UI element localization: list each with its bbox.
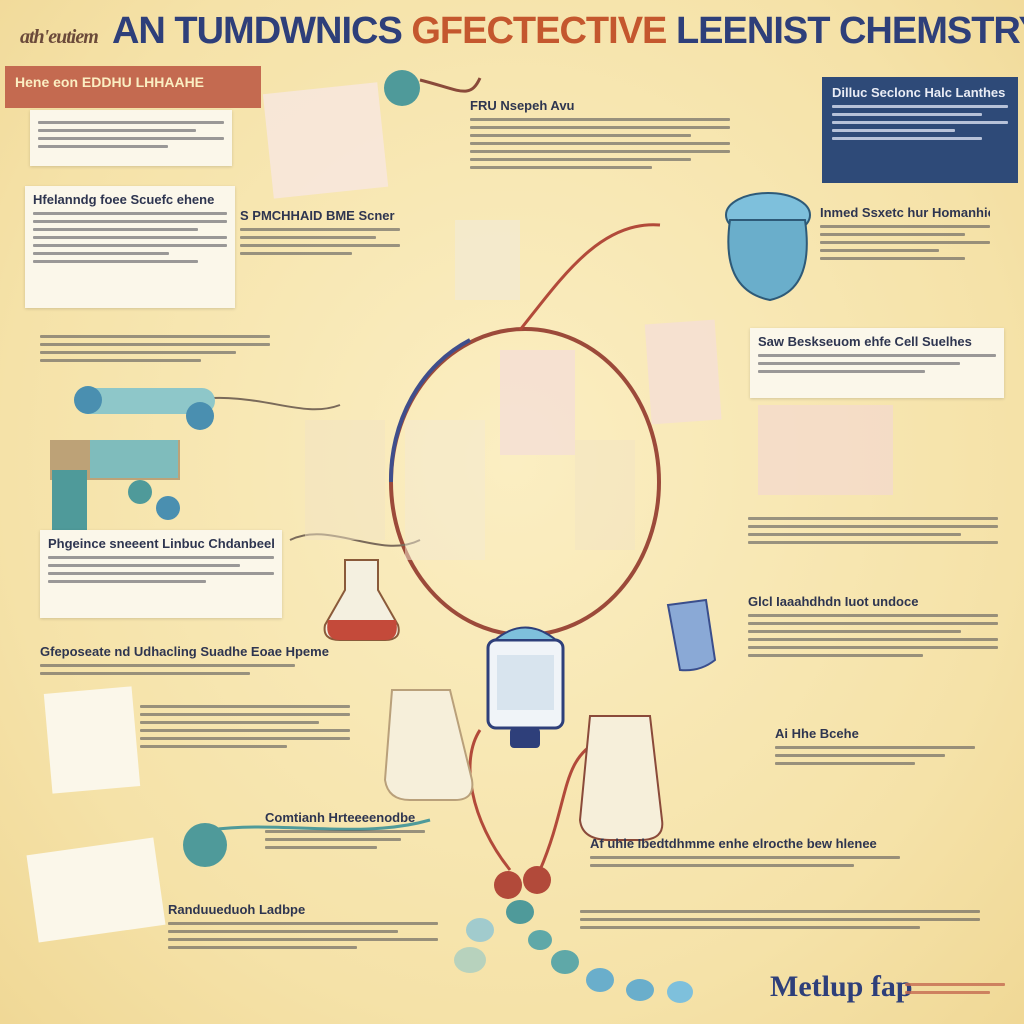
- footer-label: Metlup fap: [770, 970, 913, 1003]
- section-heading: Inmed Ssxetc hur Homanhic Hek: [820, 205, 990, 220]
- text-block-center-top: FRU Nsepeh Avu: [470, 98, 730, 208]
- banner-label: Hene eon EDDHU LHHAAHE: [15, 74, 205, 90]
- section-heading: Ai Hhe Bcehe: [775, 726, 859, 741]
- text-block: Gfeposeate nd Udhacling Suadhe Eoae Hpem…: [40, 644, 340, 684]
- section-heading: Glcl Iaaahdhdn Iuot undoce: [748, 594, 919, 609]
- bulb-icon: [384, 70, 420, 106]
- section-heading: Saw Beskseuom ehfe Cell Suelhes: [758, 334, 972, 349]
- text-card: [30, 110, 232, 166]
- navy-info-box: Dilluc Seclonc Halc Lanthes: [822, 77, 1018, 183]
- beaker-glass-icon: [383, 689, 474, 801]
- text-block: [140, 700, 350, 778]
- header-banner: Hene eon EDDHU LHHAAHE: [5, 66, 261, 108]
- text-block: Glcl Iaaahdhdn Iuot undoce: [748, 594, 998, 694]
- text-card: Saw Beskseuom ehfe Cell Suelhes: [750, 328, 1004, 398]
- text-block: Inmed Ssxetc hur Homanhic Hek: [820, 205, 990, 305]
- text-card: Phgeince sneeent Linbuc Chdanbeehgb: [40, 530, 282, 618]
- section-heading: Comtianh Hrteeeenodbe: [265, 810, 416, 825]
- section-heading: Randuueduoh Ladbpe: [168, 902, 306, 917]
- text-block: Ai Hhe Bcehe: [775, 726, 975, 796]
- section-heading: Phgeince sneeent Linbuc Chdanbeehgb: [48, 536, 274, 551]
- vessel-icon: [666, 598, 717, 672]
- title-part-1: AN TUMDWNICS: [111, 10, 403, 52]
- title-prefix: ath'eutiem: [20, 26, 99, 48]
- text-block: [748, 512, 998, 572]
- navy-box-heading: Dilluc Seclonc Halc Lanthes: [832, 85, 1006, 100]
- section-heading: FRU Nsepeh Avu: [470, 98, 575, 113]
- text-block: S PMCHHAID BME Scner: [240, 208, 400, 288]
- section-heading: Hfelanndg foee Scuefc ehene: [33, 192, 215, 207]
- tube: [518, 223, 661, 331]
- text-block: Randuueduoh Ladbpe: [168, 902, 438, 972]
- bead-icon: [183, 823, 227, 867]
- section-heading: S PMCHHAID BME Scner: [240, 208, 395, 223]
- footer-text: [905, 978, 1005, 999]
- text-block: [40, 330, 270, 390]
- title-part-2: GFECTECTIVE: [411, 10, 667, 52]
- title-part-3: LEENIST CHEMSTRY: [675, 10, 1024, 52]
- page-title: ath'eutiem AN TUMDWNICS GFECTECTIVE LEEN…: [20, 10, 1024, 70]
- section-heading: Af uhle Ibedtdhmme enhe elrocthe bew hle…: [590, 836, 877, 851]
- text-block: Af uhle Ibedtdhmme enhe elrocthe bew hle…: [590, 836, 900, 886]
- text-card: Hfelanndg foee Scuefc ehene: [25, 186, 235, 308]
- text-block: [580, 905, 980, 951]
- section-heading: Gfeposeate nd Udhacling Suadhe Eoae Hpem…: [40, 644, 329, 659]
- text-block: Comtianh Hrteeeenodbe: [265, 810, 425, 862]
